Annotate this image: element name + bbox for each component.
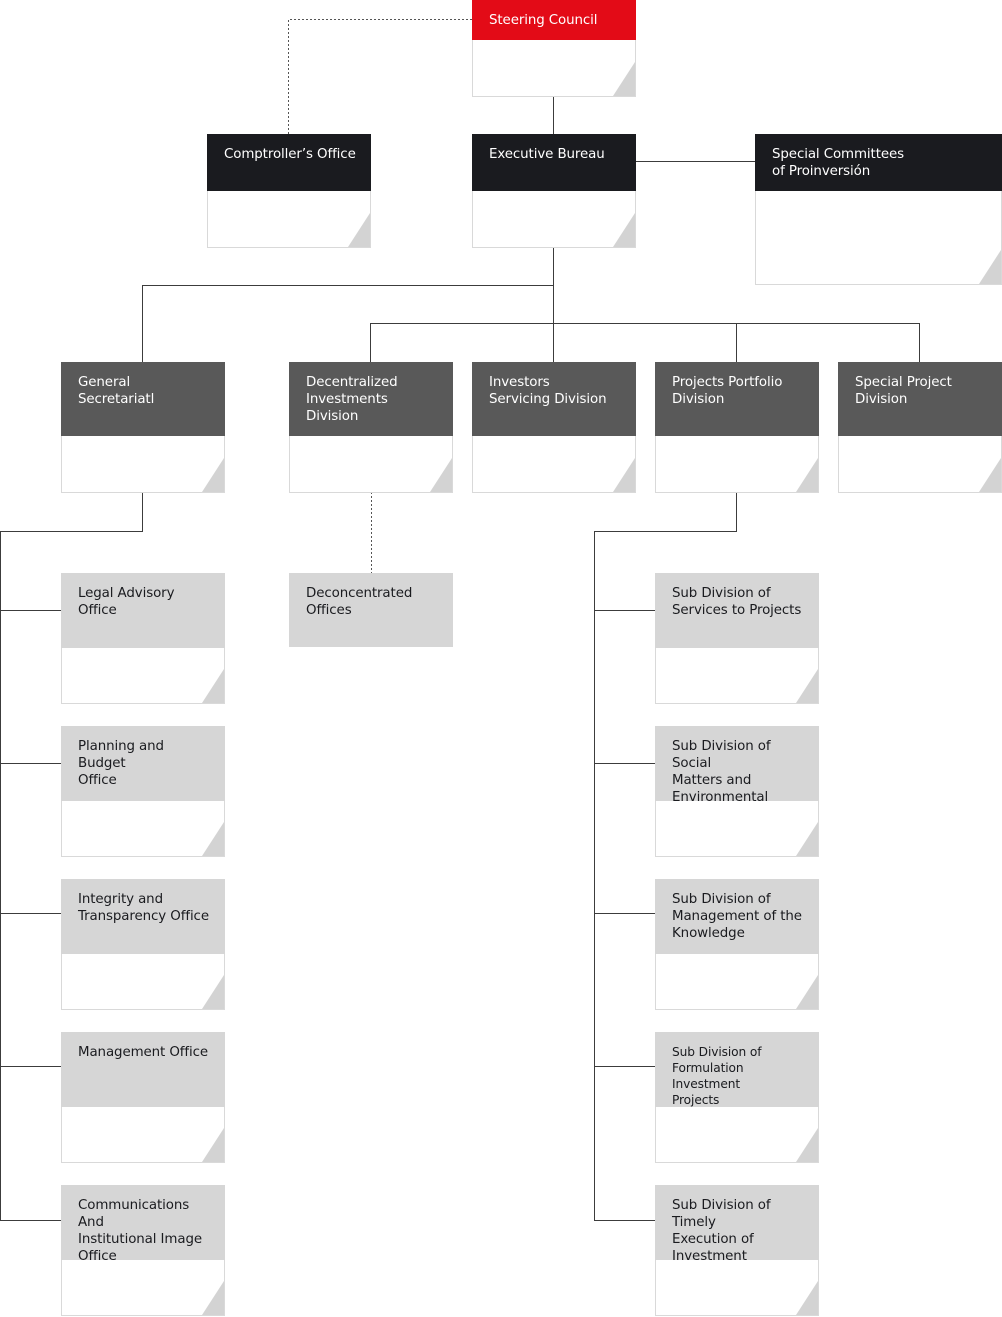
corner-fold-icon xyxy=(202,975,224,1009)
general-secretariat-label: General Secretariatl xyxy=(61,362,225,436)
sub-knowledge-body xyxy=(655,954,819,1010)
corner-fold-icon xyxy=(202,669,224,703)
sub-knowledge-box[interactable]: Sub Division of Management of the Knowle… xyxy=(655,879,819,1010)
legal-advisory-label: Legal Advisory Office xyxy=(61,573,225,648)
decentralized-investments-box[interactable]: Decentralized Investments Division xyxy=(289,362,453,493)
communications-box[interactable]: Communications And Institutional Image O… xyxy=(61,1185,225,1316)
comptroller-office-label: Comptroller’s Office xyxy=(207,134,371,191)
planning-budget-box[interactable]: Planning and Budget Office xyxy=(61,726,225,857)
sub-social-body xyxy=(655,801,819,857)
management-office-label: Management Office xyxy=(61,1032,225,1107)
investors-servicing-body xyxy=(472,436,636,493)
general-secretariat-box[interactable]: General Secretariatl xyxy=(61,362,225,493)
projects-portfolio-label: Projects Portfolio Division xyxy=(655,362,819,436)
integrity-transparency-label: Integrity and Transparency Office xyxy=(61,879,225,954)
sub-timely-label: Sub Division of Timely Execution of Inve… xyxy=(655,1185,819,1260)
corner-fold-icon xyxy=(796,669,818,703)
integrity-transparency-box[interactable]: Integrity and Transparency Office xyxy=(61,879,225,1010)
special-project-box[interactable]: Special Project Division xyxy=(838,362,1002,493)
corner-fold-icon xyxy=(202,1281,224,1315)
investors-servicing-label: Investors Servicing Division xyxy=(472,362,636,436)
sub-services-label: Sub Division of Services to Projects xyxy=(655,573,819,648)
corner-fold-icon xyxy=(613,62,635,96)
deconcentrated-offices-label: Deconcentrated Offices xyxy=(289,573,453,647)
decentralized-investments-body xyxy=(289,436,453,493)
corner-fold-icon xyxy=(796,822,818,856)
corner-fold-icon xyxy=(796,975,818,1009)
corner-fold-icon xyxy=(202,822,224,856)
special-committees-label: Special Committees of Proinversión xyxy=(755,134,1002,191)
line-council-comptroller xyxy=(288,19,472,134)
investors-servicing-box[interactable]: Investors Servicing Division xyxy=(472,362,636,493)
line-portfolio-subdivisions xyxy=(594,492,737,1221)
sub-formulation-label: Sub Division of Formulation Investment P… xyxy=(655,1032,819,1107)
sub-knowledge-label: Sub Division of Management of the Knowle… xyxy=(655,879,819,954)
planning-budget-body xyxy=(61,801,225,857)
corner-fold-icon xyxy=(613,458,635,492)
corner-fold-icon xyxy=(979,250,1001,284)
executive-bureau-body xyxy=(472,191,636,248)
executive-bureau-label: Executive Bureau xyxy=(472,134,636,191)
corner-fold-icon xyxy=(796,1128,818,1162)
line-secretariat-offices xyxy=(0,492,143,1221)
legal-advisory-body xyxy=(61,648,225,704)
special-project-label: Special Project Division xyxy=(838,362,1002,436)
legal-advisory-box[interactable]: Legal Advisory Office xyxy=(61,573,225,704)
special-committees-body xyxy=(755,191,1002,285)
corner-fold-icon xyxy=(613,213,635,247)
steering-council-label: Steering Council xyxy=(472,0,636,40)
comptroller-office-body xyxy=(207,191,371,248)
steering-council-body xyxy=(472,40,636,97)
comptroller-office-box[interactable]: Comptroller’s Office xyxy=(207,134,371,248)
steering-council-box[interactable]: Steering Council xyxy=(472,0,636,97)
sub-timely-body xyxy=(655,1260,819,1316)
sub-timely-box[interactable]: Sub Division of Timely Execution of Inve… xyxy=(655,1185,819,1316)
planning-budget-label: Planning and Budget Office xyxy=(61,726,225,801)
corner-fold-icon xyxy=(348,213,370,247)
decentralized-investments-label: Decentralized Investments Division xyxy=(289,362,453,436)
projects-portfolio-body xyxy=(655,436,819,493)
corner-fold-icon xyxy=(979,458,1001,492)
sub-services-box[interactable]: Sub Division of Services to Projects xyxy=(655,573,819,704)
sub-services-body xyxy=(655,648,819,704)
communications-label: Communications And Institutional Image O… xyxy=(61,1185,225,1260)
projects-portfolio-box[interactable]: Projects Portfolio Division xyxy=(655,362,819,493)
corner-fold-icon xyxy=(202,458,224,492)
sub-social-label: Sub Division of Social Matters and Envir… xyxy=(655,726,819,801)
line-branch-divisions xyxy=(370,323,920,362)
line-branch-secretariat xyxy=(142,285,554,362)
special-committees-box[interactable]: Special Committees of Proinversión xyxy=(755,134,1002,285)
general-secretariat-body xyxy=(61,436,225,493)
corner-fold-icon xyxy=(202,1128,224,1162)
deconcentrated-offices-box[interactable]: Deconcentrated Offices xyxy=(289,573,453,647)
corner-fold-icon xyxy=(796,458,818,492)
management-office-box[interactable]: Management Office xyxy=(61,1032,225,1163)
integrity-transparency-body xyxy=(61,954,225,1010)
sub-social-box[interactable]: Sub Division of Social Matters and Envir… xyxy=(655,726,819,857)
communications-body xyxy=(61,1260,225,1316)
sub-formulation-body xyxy=(655,1107,819,1163)
management-office-body xyxy=(61,1107,225,1163)
corner-fold-icon xyxy=(430,458,452,492)
sub-formulation-box[interactable]: Sub Division of Formulation Investment P… xyxy=(655,1032,819,1163)
executive-bureau-box[interactable]: Executive Bureau xyxy=(472,134,636,248)
corner-fold-icon xyxy=(796,1281,818,1315)
special-project-body xyxy=(838,436,1002,493)
